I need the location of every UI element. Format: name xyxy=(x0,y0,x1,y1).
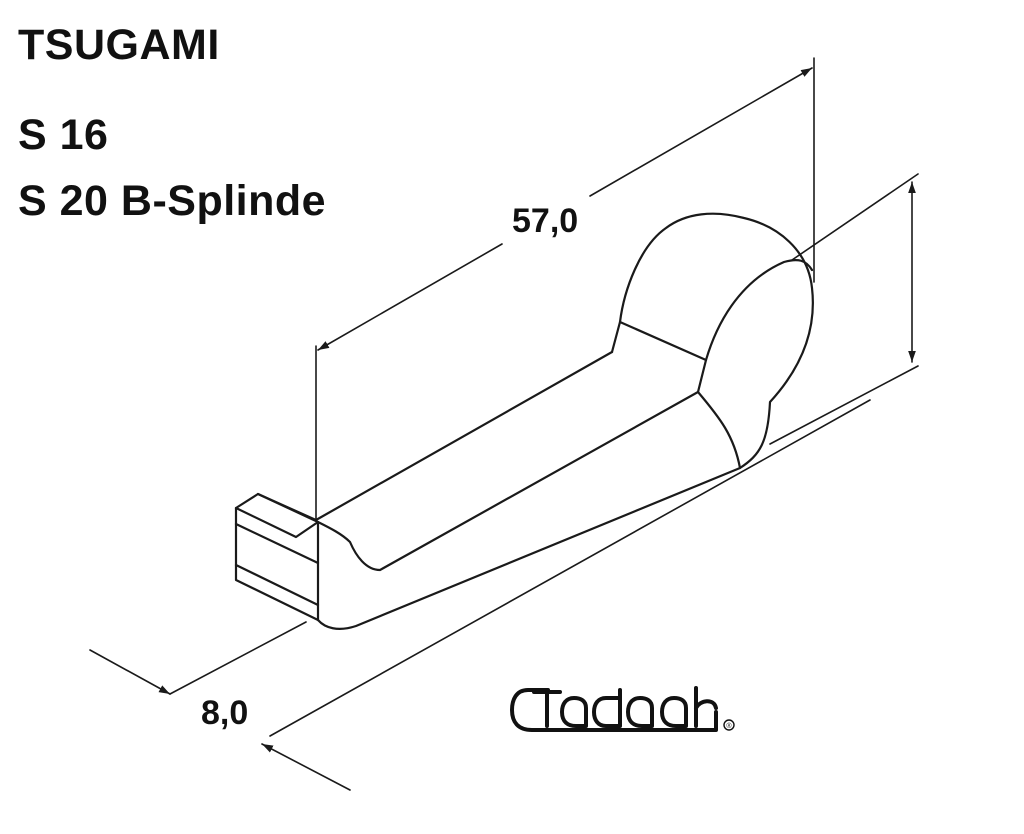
top-face-front-edge xyxy=(316,390,700,572)
logo-registered-circle xyxy=(723,719,735,731)
logo-letter-t xyxy=(532,690,562,728)
width-dimension-left xyxy=(89,649,171,695)
height-extension-top xyxy=(791,173,919,261)
model-line-1: S 16 xyxy=(18,111,109,159)
logo-letter-a1 xyxy=(560,696,588,728)
logo-letter-d xyxy=(592,688,622,728)
end-block-chamfer-line-2 xyxy=(234,563,320,607)
logo-letter-a2 xyxy=(626,696,654,728)
model-line-2: S 20 B-Splinde xyxy=(18,177,327,225)
brand-title: TSUGAMI xyxy=(18,21,220,69)
length-dimension-label: 57,0 xyxy=(512,202,579,240)
end-block-chamfer-line xyxy=(234,522,320,565)
length-dimension-line-left xyxy=(317,243,503,351)
width-extension-front xyxy=(169,621,307,695)
width-dimension-label: 8,0 xyxy=(201,694,249,732)
logo-outline-t xyxy=(510,688,718,732)
dimension-lines xyxy=(89,57,919,791)
height-extension-bottom xyxy=(769,365,919,445)
width-extension-back xyxy=(269,399,871,737)
logo-letter-h xyxy=(694,686,718,728)
length-dimension-line-right xyxy=(589,67,813,197)
logo-registered-mark: ® xyxy=(726,722,732,730)
tadaah-logo: ® xyxy=(510,686,735,732)
hook-lower-curve xyxy=(696,390,742,470)
hook-inner-contour xyxy=(610,259,814,362)
top-face-back-edge xyxy=(256,350,614,522)
end-block-front-face xyxy=(234,506,320,622)
logo-letter-a3 xyxy=(660,696,688,728)
hook-front-face xyxy=(696,358,708,394)
part-outline xyxy=(234,212,814,630)
bottom-outer-contour xyxy=(316,212,814,630)
width-dimension-right xyxy=(261,743,351,791)
